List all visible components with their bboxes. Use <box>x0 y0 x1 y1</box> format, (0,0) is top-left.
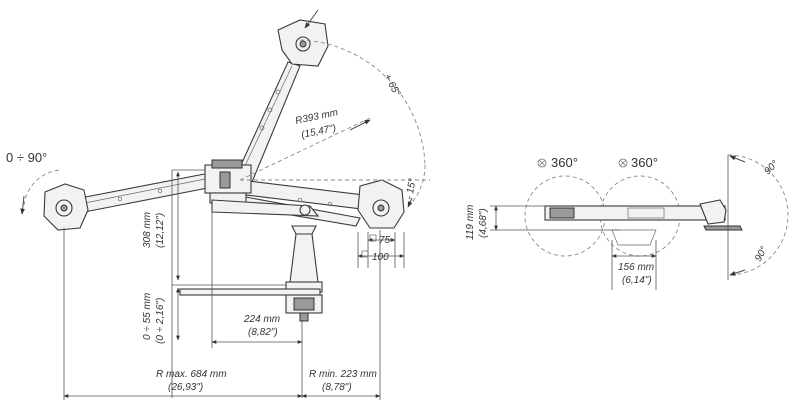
rmax-mm-label: R max. 684 mm <box>156 369 227 380</box>
raised-arm-position <box>234 19 329 183</box>
height-308-mm: 308 mm <box>142 212 153 248</box>
vesa-dimensions <box>357 232 405 268</box>
vesa-75-label: 75 <box>379 235 391 246</box>
width-156-mm: 156 mm <box>618 262 654 273</box>
radius-in-label: (15,47") <box>300 123 337 141</box>
side-view-left <box>20 9 430 400</box>
depth-224-in: (8,82") <box>248 327 278 338</box>
top-arm <box>544 199 743 246</box>
left-arm <box>43 171 219 231</box>
tilt-down-label: - 15° <box>404 178 419 201</box>
height-308-in: (12,12") <box>155 213 166 248</box>
rotation-360-b: 360° <box>631 155 658 170</box>
rmin-in-label: (8,78") <box>322 382 352 393</box>
rotation-360-a: 360° <box>551 155 578 170</box>
rmax-in-label: (26,93") <box>168 382 203 393</box>
square-symbol-icon <box>361 250 369 258</box>
rotation-label: 0 ÷ 90° <box>6 150 47 165</box>
top-view-right <box>490 154 789 290</box>
desk-clamp <box>179 225 323 322</box>
central-hub <box>204 159 252 204</box>
height-119-in: (4,68") <box>478 208 489 238</box>
tilt-arc-plus65 <box>299 39 426 166</box>
height-055-in: (0 ÷ 2,16") <box>155 298 166 344</box>
diameter-symbol-icon <box>538 159 546 167</box>
height-055-mm: 0 ÷ 55 mm <box>142 293 153 340</box>
tilt-90-bottom: 90° <box>753 245 770 264</box>
vesa-100-label: 100 <box>372 252 389 263</box>
diameter-symbol-icon <box>619 159 627 167</box>
lower-arm <box>211 199 320 217</box>
tilt-90-top: 90° <box>762 159 780 177</box>
vesa-plate-right <box>357 179 405 229</box>
height-dimensions <box>171 169 286 398</box>
vesa-plate-left <box>43 183 89 231</box>
width-156-in: (6,14") <box>622 275 652 286</box>
height-119-mm: 119 mm <box>465 205 476 240</box>
tilt-up-label: + 65° <box>381 72 402 98</box>
vesa-plate-raised <box>277 19 329 67</box>
depth-224-mm: 224 mm <box>243 314 280 325</box>
rmin-mm-label: R min. 223 mm <box>309 369 377 380</box>
square-symbol-icon <box>369 234 377 242</box>
